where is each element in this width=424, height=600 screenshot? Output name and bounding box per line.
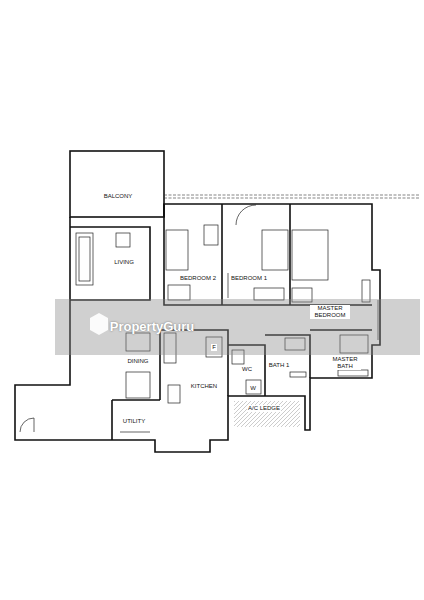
room-label: KITCHEN — [190, 383, 218, 390]
fixture-label: F — [211, 344, 217, 351]
room-label: BATH 1 — [268, 362, 291, 369]
room-label: UTILITY — [122, 418, 146, 425]
watermark: PropertyGuru — [109, 319, 196, 334]
room-label: DINING — [127, 358, 150, 365]
room-label: MASTER BEDROOM — [310, 305, 350, 319]
room-label: LIVING — [113, 259, 135, 266]
room-label: BALCONY — [103, 193, 134, 200]
room-label: WC — [241, 366, 253, 373]
fixture-label: W — [249, 385, 257, 392]
room-label: BEDROOM 2 — [179, 275, 217, 282]
room-label: MASTER BATH — [329, 356, 361, 370]
room-label: A/C LEDGE — [247, 405, 281, 412]
room-label: BEDROOM 1 — [230, 275, 268, 282]
